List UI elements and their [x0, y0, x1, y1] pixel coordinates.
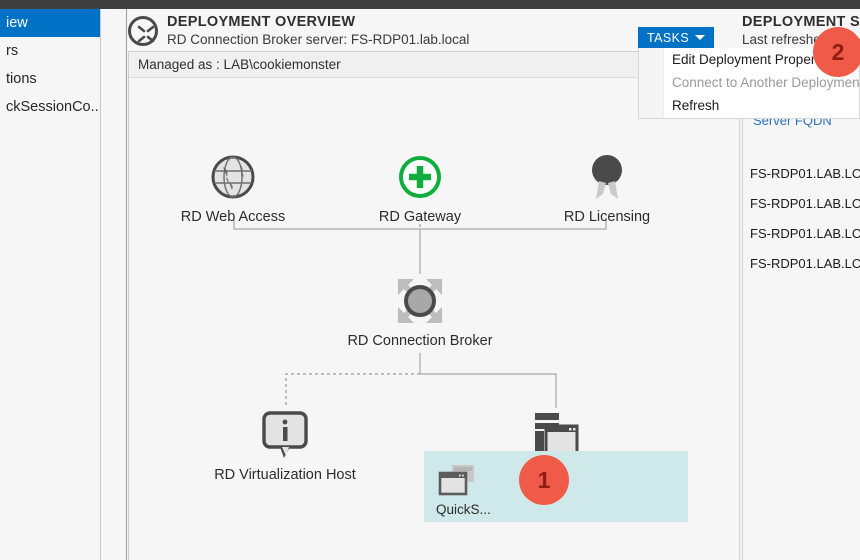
- menu-item-label: Refresh: [672, 98, 720, 113]
- menu-icon-gutter: [639, 48, 664, 118]
- diagram-node-rd-connection-broker[interactable]: RD Connection Broker: [340, 274, 500, 349]
- table-row[interactable]: FS-RDP01.LAB.LOCAL: [750, 226, 860, 241]
- menu-item-edit-deployment-properties[interactable]: Edit Deployment Properties: [639, 48, 859, 71]
- node-label: RD Web Access: [180, 209, 286, 225]
- tasks-button[interactable]: TASKS: [638, 27, 714, 48]
- plus-circle-icon: [340, 150, 500, 204]
- managed-as-text: Managed as : LAB\cookiemonster: [129, 52, 739, 78]
- sidebar-item-label: iew: [6, 15, 28, 31]
- menu-item-label: Edit Deployment Properties: [672, 52, 837, 67]
- page-subtitle: RD Connection Broker server: FS-RDP01.la…: [167, 32, 470, 47]
- sidebar-item-label: rs: [6, 43, 19, 59]
- broker-icon: [340, 274, 500, 328]
- table-row[interactable]: FS-RDP01.LAB.LOCAL: [750, 196, 860, 211]
- sidebar-item-collections[interactable]: tions: [0, 65, 100, 93]
- diagram-node-rd-licensing[interactable]: RD Licensing: [527, 150, 687, 225]
- sidebar-item-label: ckSessionCo...: [6, 99, 100, 115]
- diagram-node-rd-virtualization-host[interactable]: RD Virtualization Host: [205, 408, 365, 483]
- sidebar-item-label: tions: [6, 71, 37, 87]
- tasks-button-label: TASKS: [647, 30, 690, 45]
- nav-divider: [102, 9, 127, 560]
- sidebar-item-overview[interactable]: iew: [0, 9, 100, 37]
- deployment-servers-panel: Server FQDN FS-RDP01.LAB.LOCAL FS-RDP01.…: [742, 56, 860, 560]
- tasks-dropdown-menu: Edit Deployment Properties Connect to An…: [638, 48, 860, 119]
- sidebar-nav: iew rs tions ckSessionCo...: [0, 9, 101, 560]
- info-bubble-icon: [205, 408, 365, 462]
- menu-item-refresh[interactable]: Refresh: [639, 94, 859, 117]
- node-label: RD Connection Broker: [347, 333, 493, 349]
- diagram-node-rd-gateway[interactable]: RD Gateway: [340, 150, 500, 225]
- menu-item-connect-to-another-deployment: Connect to Another Deployment: [639, 71, 860, 94]
- node-label: RD Gateway: [378, 209, 462, 225]
- annotation-badge-2: 2: [813, 27, 860, 77]
- chevron-down-icon: [695, 35, 705, 40]
- windows-stack-icon: [438, 463, 478, 502]
- connection-broker-icon: [128, 16, 158, 46]
- node-label: RD Virtualization Host: [214, 467, 356, 483]
- globe-icon: [153, 150, 313, 204]
- sidebar-item-quicksessioncollection[interactable]: ckSessionCo...: [0, 93, 100, 121]
- title-bar: [0, 0, 860, 9]
- deployment-diagram: RD Web Access RD Gateway: [129, 78, 739, 560]
- table-row[interactable]: FS-RDP01.LAB.LOCAL: [750, 166, 860, 181]
- sidebar-item-servers[interactable]: rs: [0, 37, 100, 65]
- award-ribbon-icon: [527, 150, 687, 204]
- diagram-node-rd-web-access[interactable]: RD Web Access: [153, 150, 313, 225]
- page-title: DEPLOYMENT OVERVIEW: [167, 14, 356, 30]
- deployment-servers-title: DEPLOYMENT SER: [742, 14, 860, 30]
- node-label: RD Licensing: [563, 209, 651, 225]
- table-row[interactable]: FS-RDP01.LAB.LOCAL: [750, 256, 860, 271]
- collection-label: QuickS...: [436, 502, 491, 517]
- menu-item-label: Connect to Another Deployment: [672, 75, 860, 90]
- annotation-badge-1: 1: [519, 455, 569, 505]
